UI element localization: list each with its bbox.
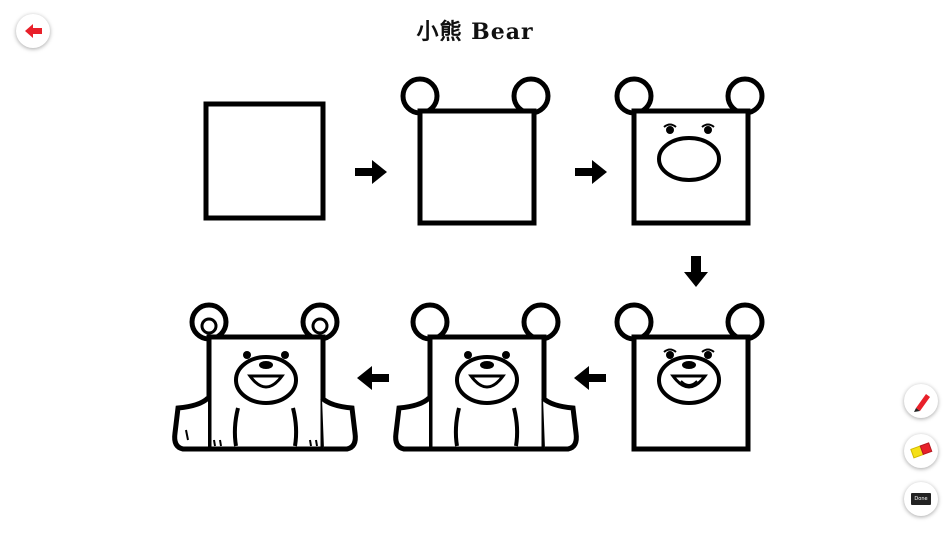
step-2-ears bbox=[403, 79, 548, 226]
step-4-face bbox=[617, 305, 762, 452]
done-label: Done bbox=[911, 493, 931, 505]
pen-icon bbox=[914, 394, 930, 412]
arrow-left-icon bbox=[25, 24, 42, 38]
eraser-icon bbox=[910, 442, 933, 459]
step-5-body bbox=[393, 305, 579, 452]
step-3-face bbox=[617, 79, 762, 226]
step-6-finished-bear bbox=[172, 305, 358, 452]
pen-button[interactable] bbox=[904, 384, 938, 418]
done-button[interactable]: Done bbox=[904, 482, 938, 516]
arrow-left-icon bbox=[357, 366, 389, 390]
arrow-right-icon bbox=[575, 160, 607, 184]
arrow-right-icon bbox=[355, 160, 387, 184]
page-title: 小熊 Bear bbox=[416, 19, 534, 45]
arrow-down-icon bbox=[684, 256, 708, 287]
step-1-square bbox=[203, 101, 326, 221]
eraser-button[interactable] bbox=[904, 434, 938, 468]
arrow-left-icon bbox=[574, 366, 606, 390]
back-button[interactable] bbox=[16, 14, 50, 48]
